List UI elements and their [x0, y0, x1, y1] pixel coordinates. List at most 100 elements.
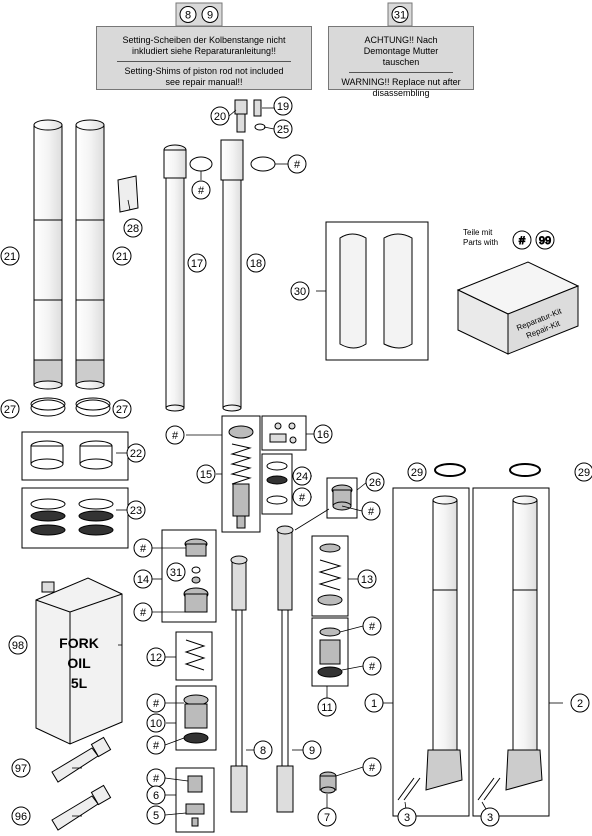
- callout-number: 25: [277, 124, 289, 136]
- spring-box-12: [175, 631, 213, 681]
- callout-circle: [290, 281, 310, 301]
- label-sticker-28: [117, 175, 139, 213]
- callout-number: 23: [130, 505, 142, 517]
- callout-circle: [362, 616, 382, 636]
- callout-c17: 17: [187, 253, 207, 273]
- piston-11: [317, 627, 343, 678]
- parts-5-6: [185, 775, 205, 827]
- guide-ring-right: [75, 399, 111, 417]
- callout-number: 98: [12, 640, 24, 652]
- callout-number: 12: [150, 652, 162, 664]
- piston-10: [183, 694, 209, 744]
- callout-number: 97: [15, 763, 27, 775]
- repair-kit-box: [456, 261, 580, 355]
- callout-c10-hash-a: #: [146, 693, 166, 713]
- callout-number: 24: [296, 471, 308, 483]
- callout-number: 27: [4, 404, 16, 416]
- callout-circle: [287, 154, 307, 174]
- callout-number: 13: [361, 574, 373, 586]
- callout-c29b: 29: [574, 462, 592, 482]
- note-left-en: Setting-Shims of piston rod not included…: [124, 66, 284, 87]
- callout-circle: [123, 218, 143, 238]
- callout-c14-hash-a: #: [133, 538, 153, 558]
- callout-number: 3: [404, 812, 410, 824]
- callout-number: 30: [294, 286, 306, 298]
- valve-14: [183, 538, 209, 613]
- callout-circle: [196, 464, 216, 484]
- callout-circle: [8, 635, 28, 655]
- callout-circle: [126, 443, 146, 463]
- callout-circle: [146, 713, 166, 733]
- callout-c7-hash: #: [362, 757, 382, 777]
- callout-circle: [146, 785, 166, 805]
- fork-leg-1: [397, 495, 463, 801]
- piston-rod-9: [276, 525, 294, 813]
- callout-circle: [292, 487, 312, 507]
- callout-number: #: [140, 607, 147, 619]
- guide-ring-right-top: [75, 397, 111, 411]
- outer-tube-left: [33, 119, 63, 390]
- callout-c10: 10: [146, 713, 166, 733]
- small-parts-16: [269, 422, 297, 444]
- callout-circle: [302, 740, 322, 760]
- callout-number: 29: [578, 467, 590, 479]
- callout-c11-hash-b: #: [362, 656, 382, 676]
- callout-circle: [126, 500, 146, 520]
- callout-number: 7: [324, 812, 330, 824]
- callout-circle: [357, 569, 377, 589]
- note-left-piston-shims: Setting-Scheiben der Kolbenstange nicht …: [96, 26, 312, 90]
- note-right-de: ACHTUNG!! Nach Demontage Mutter tauschen: [363, 35, 439, 67]
- callout-c24: 24: [292, 466, 312, 486]
- callout-c23: 23: [126, 500, 146, 520]
- callout-c11-hash-a: #: [362, 616, 382, 636]
- guide-ring-left-top: [30, 397, 66, 411]
- fork-oil-can-98: [35, 577, 123, 745]
- callout-c96: 96: [11, 806, 31, 826]
- callout-c1: 1: [364, 693, 384, 713]
- callout-c30: 30: [290, 281, 310, 301]
- callout-number: 18: [250, 258, 262, 270]
- valve-assembly-15: [228, 425, 254, 529]
- callout-circle: [166, 562, 186, 582]
- callout-circle: [146, 735, 166, 755]
- callout-circle: [146, 805, 166, 825]
- callout-circle: [273, 119, 293, 139]
- leader-lines: [72, 107, 563, 817]
- callout-circle: [0, 246, 20, 266]
- shims-24: [266, 461, 288, 505]
- callout-circle: [407, 462, 427, 482]
- callout-number: 96: [15, 811, 27, 823]
- callout-number: 14: [137, 574, 149, 586]
- callout-number: 1: [371, 698, 377, 710]
- fork-leg-2: [477, 495, 543, 801]
- callout-c17-hash: #: [191, 180, 211, 200]
- callout-circle: [480, 807, 500, 827]
- callout-c11: 11: [317, 697, 337, 717]
- callout-circle: [11, 758, 31, 778]
- callout-c26: 26: [365, 472, 385, 492]
- callout-circle: [317, 807, 337, 827]
- legend-number: 99: [535, 230, 555, 250]
- callout-circle: [273, 96, 293, 116]
- legend-number-text: 99: [539, 235, 551, 247]
- fork-protectors-30: [339, 233, 413, 349]
- callout-c21a: 21: [0, 246, 20, 266]
- callout-number: #: [153, 698, 160, 710]
- callout-c18: 18: [246, 253, 266, 273]
- callout-number: 19: [277, 101, 289, 113]
- callout-c14: 14: [133, 569, 153, 589]
- callout-c7: 7: [317, 807, 337, 827]
- grease-tube-97: [51, 736, 112, 783]
- callout-number: 31: [170, 567, 182, 579]
- fork-oil-label-line1: FORK: [59, 635, 99, 651]
- callout-number: 21: [116, 251, 128, 263]
- callout-circle: [317, 697, 337, 717]
- guide-ring-left: [30, 399, 66, 417]
- callout-c3a: 3: [397, 807, 417, 827]
- callout-c25: 25: [273, 119, 293, 139]
- callout-number: #: [153, 773, 160, 785]
- callout-c15-hash: #: [165, 425, 185, 445]
- callout-c29a: 29: [407, 462, 427, 482]
- callout-number: #: [368, 506, 375, 518]
- callout-c28: 28: [123, 218, 143, 238]
